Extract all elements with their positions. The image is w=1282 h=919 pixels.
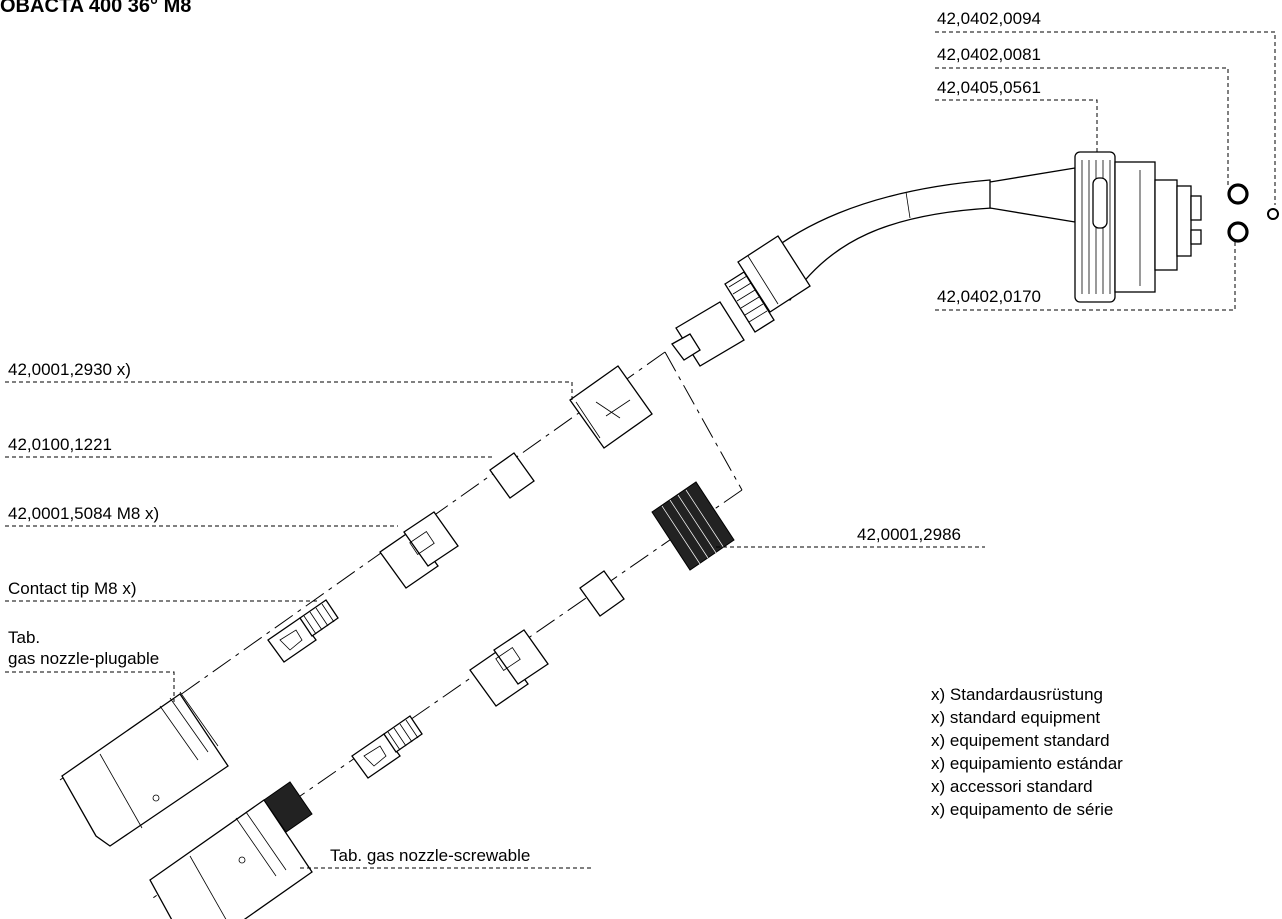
- gas-nozzle-plugable-label: gas nozzle-plugable: [8, 649, 159, 668]
- part-number-0170: 42,0402,0170: [937, 287, 1041, 306]
- legend-item: x) equipamiento estándar: [931, 754, 1123, 773]
- part-number-0081: 42,0402,0081: [937, 45, 1041, 64]
- assembly-axes: [59, 351, 743, 901]
- part-number-2930: 42,0001,2930 x): [8, 360, 131, 379]
- part-number-0561: 42,0405,0561: [937, 78, 1041, 97]
- legend-item: x) Standardausrüstung: [931, 685, 1103, 704]
- torch-neck-assembly: [671, 151, 1202, 367]
- leader-lines: [5, 31, 1276, 869]
- legend-item: x) accessori standard: [931, 777, 1093, 796]
- part-number-0094: 42,0402,0094: [937, 9, 1041, 28]
- gas-nozzle-tab-label: Tab.: [8, 628, 40, 647]
- contact-tip-label: Contact tip M8 x): [8, 579, 137, 598]
- diagram-title: OBACTA 400 36° M8: [0, 0, 191, 17]
- o-ring-top: [1227, 183, 1249, 205]
- part-number-5084: 42,0001,5084 M8 x): [8, 504, 159, 523]
- part-number-1221: 42,0100,1221: [8, 435, 112, 454]
- upper-parts-chain: [61, 365, 653, 847]
- legend-item: x) equipamento de série: [931, 800, 1113, 819]
- lower-parts-chain: [149, 481, 735, 919]
- legend-item: x) equipement standard: [931, 731, 1110, 750]
- small-o-ring: [1267, 208, 1279, 220]
- o-ring-bottom: [1227, 221, 1249, 243]
- legend: x) Standardausrüstung x) standard equipm…: [931, 685, 1123, 819]
- gas-nozzle-screwable-label: Tab. gas nozzle-screwable: [330, 846, 530, 865]
- part-number-2986: 42,0001,2986: [857, 525, 961, 544]
- legend-item: x) standard equipment: [931, 708, 1100, 727]
